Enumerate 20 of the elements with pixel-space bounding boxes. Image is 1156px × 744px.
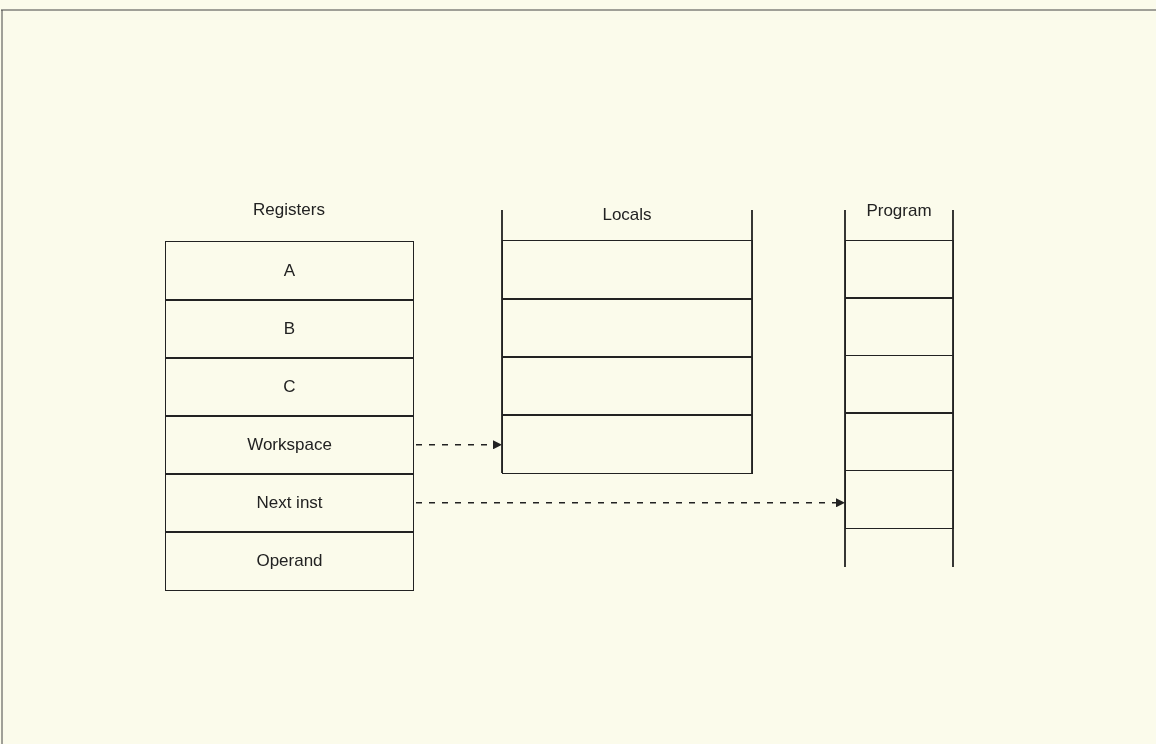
column-heading: Locals — [602, 205, 652, 225]
register-row: B — [165, 299, 414, 359]
memory-slot — [502, 414, 753, 474]
memory-slot — [845, 240, 954, 299]
column-heading: Program — [866, 201, 932, 221]
register-row: Next inst — [165, 473, 414, 533]
register-row: Operand — [165, 531, 414, 591]
memory-slot — [502, 298, 753, 358]
register-row: Workspace — [165, 415, 414, 475]
dashed-arrow — [415, 440, 503, 450]
memory-slot — [845, 412, 954, 472]
memory-slot — [845, 354, 954, 414]
memory-slot — [502, 240, 753, 300]
memory-slot — [845, 469, 954, 529]
column-heading: Registers — [253, 200, 325, 220]
dashed-arrow — [415, 498, 846, 508]
memory-slot — [502, 356, 753, 416]
memory-slot — [845, 297, 954, 357]
register-row: A — [165, 241, 414, 301]
register-row: C — [165, 357, 414, 417]
